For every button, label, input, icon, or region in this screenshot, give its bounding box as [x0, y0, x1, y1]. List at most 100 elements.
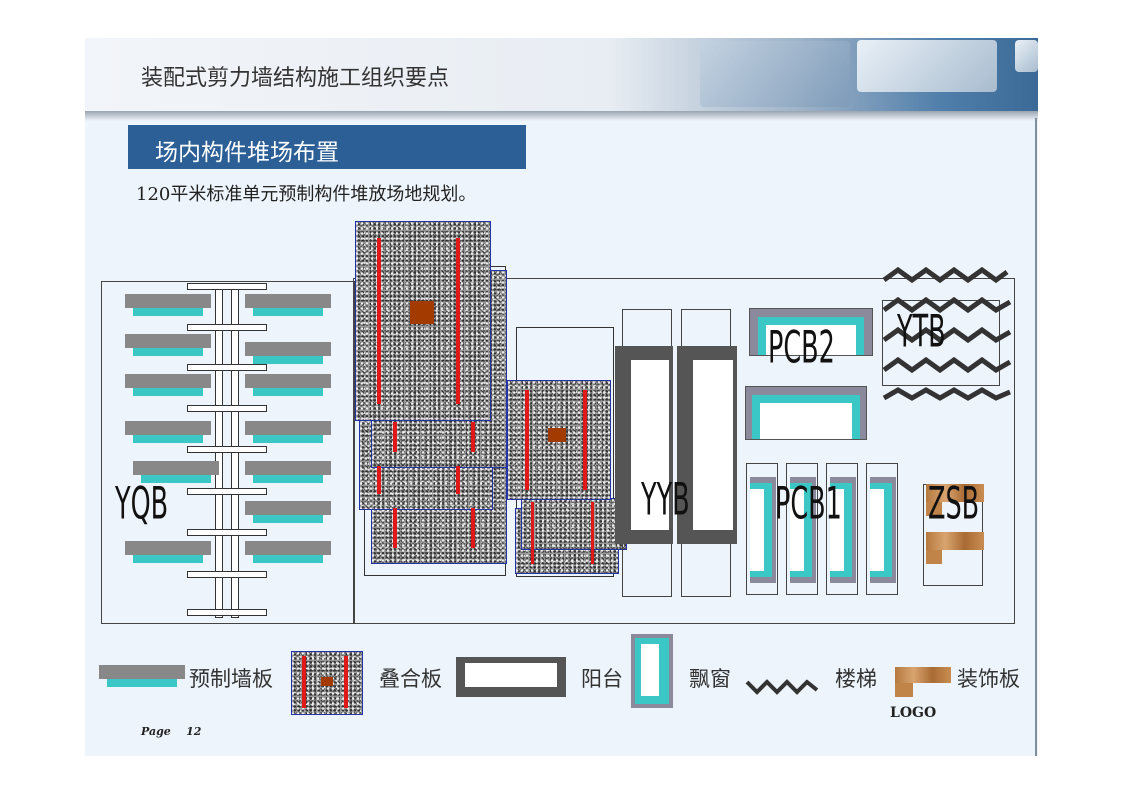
bay-window-pcb1 — [790, 477, 816, 583]
label-ytb: YTB — [897, 306, 946, 358]
decor-panel-zsb — [926, 502, 942, 516]
site-outline-left — [101, 281, 355, 624]
wall-panel — [245, 374, 331, 388]
legend-rebar — [302, 656, 306, 708]
page-number: Page 12 — [141, 725, 201, 738]
stair-ytb — [882, 266, 1012, 401]
rack-bar — [187, 324, 267, 331]
rack-bar — [187, 571, 267, 578]
legend-wall-icon — [99, 665, 185, 679]
wall-panel — [125, 421, 211, 435]
page-num: 12 — [186, 725, 202, 738]
bay-window-pcb2 — [749, 308, 873, 356]
legend-slab-label: 叠合板 — [379, 667, 442, 691]
wall-panel-edge — [133, 555, 203, 563]
rebar-line — [377, 466, 381, 494]
header-cube-decoration — [857, 40, 997, 92]
section-bar: 场内构件堆场布置 — [128, 125, 526, 169]
legend-balcony-label: 阳台 — [581, 667, 623, 691]
wall-panel-edge — [253, 388, 323, 396]
rebar-line — [591, 502, 594, 564]
wall-panel-edge — [253, 475, 323, 483]
header-cube-decoration — [1015, 40, 1038, 72]
legend-rebar — [344, 656, 348, 708]
legend-stair-label: 楼梯 — [835, 667, 877, 691]
rack-bar — [187, 609, 267, 616]
rack-bar — [187, 405, 267, 412]
wall-panel-edge — [133, 308, 203, 316]
legend-wall-label: 预制墙板 — [189, 667, 273, 691]
wall-panel-edge — [133, 348, 203, 356]
rebar-line — [471, 508, 475, 548]
balcony-yyb — [615, 346, 673, 544]
bay-window-pcb1 — [750, 477, 776, 583]
label-yqb: YQB — [115, 478, 169, 530]
legend-decor-icon — [895, 667, 951, 683]
wall-panel — [245, 541, 331, 555]
rebar-line — [583, 390, 587, 490]
wall-panel — [245, 421, 331, 435]
wall-panel-edge — [253, 555, 323, 563]
rebar-line — [525, 390, 529, 490]
legend-bay-window-icon — [631, 634, 673, 708]
wall-panel-edge — [253, 356, 323, 364]
rebar-line — [456, 466, 460, 494]
wall-panel — [245, 294, 331, 308]
decor-panel-zsb — [926, 550, 942, 564]
wall-panel-edge — [253, 435, 323, 443]
rack-bar — [187, 283, 267, 290]
bay-window-pcb1 — [870, 477, 896, 583]
wall-panel — [125, 541, 211, 555]
legend-stair-icon — [745, 679, 819, 695]
bay-window-outline — [786, 463, 818, 595]
legend-decor-label: 装饰板 — [957, 667, 1020, 691]
page-label: Page — [141, 725, 171, 738]
wall-panel-edge — [133, 388, 203, 396]
legend-wall-icon-edge — [107, 679, 177, 687]
rebar-line — [393, 508, 397, 548]
bay-window-pcb2 — [745, 386, 867, 440]
wall-panel — [125, 334, 211, 348]
wall-panel — [133, 461, 219, 475]
wall-panel — [125, 294, 211, 308]
lifting-point — [410, 301, 434, 324]
label-pcb2: PCB2 — [768, 322, 835, 374]
decor-panel-zsb — [926, 484, 984, 502]
label-pcb1: PCB1 — [775, 478, 842, 530]
bay-window-outline — [866, 463, 898, 595]
header-shadow — [85, 111, 1038, 121]
logo-text: LOGO — [890, 705, 937, 721]
legend-decor-icon — [895, 683, 913, 697]
legend-lifting-point — [321, 677, 333, 686]
bay-window-outline — [826, 463, 858, 595]
rack-bar — [187, 529, 267, 536]
wall-panel-edge — [253, 308, 323, 316]
rebar-line — [456, 238, 460, 404]
label-yyb: YYB — [641, 474, 690, 526]
wall-panel — [125, 374, 211, 388]
rebar-line — [471, 422, 475, 452]
wall-panel-edge — [133, 435, 203, 443]
balcony-yyb — [677, 346, 737, 544]
stair-outline — [882, 300, 1000, 386]
header-title: 装配式剪力墙结构施工组织要点 — [141, 66, 450, 91]
legend-bay-window-label: 飘窗 — [689, 667, 731, 691]
rebar-line — [393, 422, 397, 452]
right-border-line — [1035, 118, 1037, 756]
wall-panel — [245, 342, 331, 356]
rack-bar — [187, 488, 267, 495]
slide: 装配式剪力墙结构施工组织要点 场内构件堆场布置 120平米标准单元预制构件堆放场… — [85, 38, 1038, 756]
label-zsb: ZSB — [928, 478, 980, 530]
laminated-slab — [521, 498, 627, 550]
section-title: 场内构件堆场布置 — [155, 140, 339, 166]
description: 120平米标准单元预制构件堆放场地规划。 — [136, 184, 477, 205]
site-outline-right — [353, 278, 1015, 624]
wall-panel — [245, 501, 331, 515]
rebar-line — [531, 502, 534, 564]
wall-panel-edge — [141, 475, 211, 483]
bay-window-pcb1 — [830, 477, 856, 583]
rack-bar — [187, 364, 267, 371]
legend-balcony-icon — [456, 657, 566, 697]
lifting-point — [548, 428, 566, 442]
wall-panel-edge — [253, 515, 323, 523]
